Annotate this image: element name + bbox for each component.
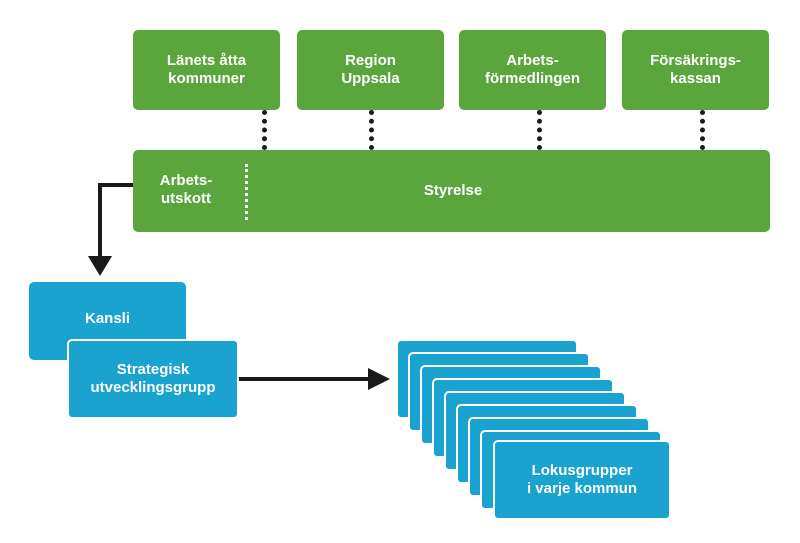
top-box-label: Region Uppsala	[341, 52, 400, 87]
board-to-kansli-arrowhead	[88, 256, 112, 276]
lokus-card-front: Lokusgrupper i varje kommun	[493, 440, 671, 520]
committee-divider	[245, 164, 248, 220]
top-box-arbetsformedlingen: Arbets- förmedlingen	[459, 30, 606, 110]
top-box-label: Arbets- förmedlingen	[484, 52, 580, 87]
dotted-connector	[537, 110, 542, 150]
board-bar: Arbets- utskott Styrelse	[133, 150, 770, 232]
top-box-kommuner: Länets åtta kommuner	[133, 30, 280, 110]
dotted-connector	[262, 110, 267, 150]
strategic-group-label: Strategisk utvecklingsgrupp	[90, 361, 216, 396]
top-box-region: Region Uppsala	[297, 30, 444, 110]
board-to-kansli-arrow	[98, 183, 134, 258]
dotted-connector	[369, 110, 374, 150]
top-box-label: Länets åtta kommuner	[166, 52, 247, 87]
kansli-label: Kansli	[84, 310, 130, 327]
committee-label: Arbets- utskott	[159, 172, 213, 207]
board-label: Styrelse	[423, 182, 483, 199]
top-box-label: Försäkrings- kassan	[650, 52, 741, 87]
strategic-to-lokus-arrowhead	[368, 368, 390, 390]
strategic-group-box: Strategisk utvecklingsgrupp	[67, 339, 239, 419]
top-box-forsakringskassan: Försäkrings- kassan	[622, 30, 769, 110]
dotted-connector	[700, 110, 705, 150]
lokus-label: Lokusgrupper i varje kommun	[526, 462, 638, 497]
